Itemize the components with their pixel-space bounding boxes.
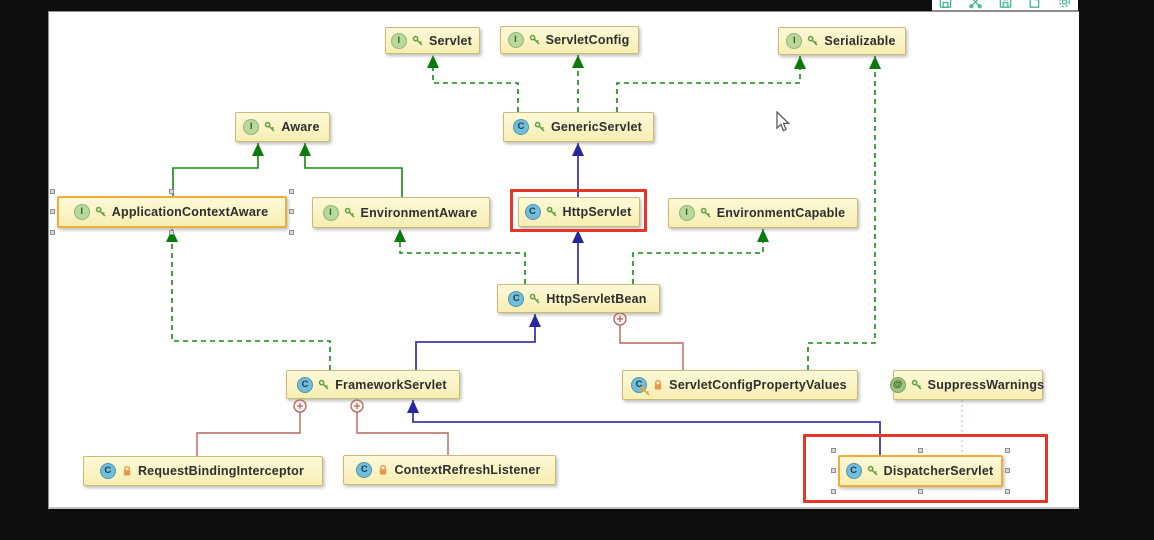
selection-handle[interactable] [1005, 448, 1010, 453]
interface-icon: I [322, 204, 339, 221]
node-label: ApplicationContextAware [111, 205, 269, 219]
public-key-icon [700, 207, 711, 218]
interface-icon: I [507, 32, 524, 48]
public-key-icon [344, 207, 355, 218]
node-request-binding-interceptor[interactable]: C RequestBindingInterceptor [83, 456, 323, 486]
private-lock-icon [654, 379, 662, 390]
node-suppress-warnings[interactable]: @ SuppressWarnings [889, 370, 1044, 400]
private-lock-icon [123, 465, 131, 476]
selection-handle[interactable] [169, 230, 174, 235]
public-key-icon [808, 35, 818, 46]
scissors-icon[interactable] [968, 0, 983, 10]
node-http-servlet[interactable]: C HttpServlet [518, 197, 640, 227]
class-icon: C [845, 463, 862, 479]
node-label: Aware [281, 120, 320, 134]
key-badge-icon [639, 385, 650, 396]
node-label: FrameworkServlet [335, 377, 447, 392]
selection-handle[interactable] [50, 189, 55, 194]
node-framework-servlet[interactable]: C FrameworkServlet [286, 370, 460, 399]
class-icon: C [297, 376, 314, 393]
class-icon: C [99, 463, 116, 479]
node-http-servlet-bean[interactable]: C HttpServletBean [497, 284, 660, 313]
interface-icon: I [73, 204, 90, 220]
selection-handle[interactable] [831, 489, 836, 494]
public-key-icon [412, 35, 423, 46]
settings-gear-icon[interactable] [1057, 0, 1072, 10]
public-key-icon [265, 121, 275, 132]
node-environment-capable[interactable]: I EnvironmentCapable [668, 198, 858, 228]
node-label: EnvironmentCapable [716, 206, 846, 220]
selection-handle[interactable] [289, 230, 294, 235]
node-generic-servlet[interactable]: C GenericServlet [503, 112, 654, 142]
class-icon: C [356, 462, 373, 478]
selection-handle[interactable] [917, 448, 923, 453]
public-key-icon [95, 206, 106, 217]
selection-handle[interactable] [289, 209, 294, 214]
node-dispatcher-servlet[interactable]: C DispatcherServlet [838, 455, 1003, 487]
public-key-icon [867, 465, 878, 476]
selection-handle[interactable] [1005, 489, 1010, 494]
node-label: Servlet [428, 33, 473, 48]
public-key-icon [529, 34, 540, 45]
public-key-icon [546, 206, 557, 217]
interface-icon: I [390, 32, 407, 49]
node-servlet-config[interactable]: I ServletConfig [500, 26, 639, 54]
node-context-refresh-listener[interactable]: C ContextRefreshListener [343, 455, 556, 485]
node-servlet[interactable]: I Servlet [385, 27, 480, 54]
node-label: RequestBindingInterceptor [137, 464, 305, 478]
selection-handle[interactable] [289, 189, 294, 194]
selection-handle[interactable] [169, 189, 174, 194]
interface-icon: I [786, 33, 803, 49]
selection-handle[interactable] [50, 209, 55, 214]
public-key-icon [911, 379, 922, 390]
node-label: Serializable [824, 34, 896, 48]
public-key-icon [530, 293, 540, 304]
class-icon: C [524, 204, 541, 220]
export-icon[interactable] [1027, 0, 1042, 10]
node-label: ContextRefreshListener [394, 463, 541, 477]
node-label: GenericServlet [550, 120, 643, 134]
annotation-icon: @ [889, 377, 906, 393]
diagram-toolbar [932, 0, 1078, 11]
node-label: SuppressWarnings [927, 378, 1045, 392]
node-label: HttpServlet [562, 205, 632, 219]
interface-icon: I [678, 205, 695, 221]
node-serializable[interactable]: I Serializable [778, 27, 906, 55]
class-icon: C [631, 377, 650, 396]
save-icon[interactable] [938, 0, 953, 10]
private-lock-icon [380, 464, 387, 475]
node-label: ServletConfigPropertyValues [669, 378, 847, 392]
selection-handle[interactable] [831, 468, 836, 473]
public-key-icon [318, 379, 329, 390]
node-label: EnvironmentAware [360, 205, 478, 220]
node-label: HttpServletBean [546, 291, 647, 306]
class-icon: C [512, 119, 529, 135]
node-label: DispatcherServlet [883, 464, 994, 478]
node-label: ServletConfig [545, 33, 630, 47]
node-aware[interactable]: I Aware [235, 112, 330, 142]
selection-handle[interactable] [831, 448, 836, 453]
selection-handle[interactable] [917, 489, 923, 494]
public-key-icon [534, 121, 545, 132]
interface-icon: I [243, 119, 260, 135]
save-all-icon[interactable] [998, 0, 1013, 10]
selection-handle[interactable] [1005, 468, 1010, 473]
class-icon: C [508, 290, 525, 307]
node-environment-aware[interactable]: I EnvironmentAware [312, 197, 490, 228]
node-servlet-config-property-values[interactable]: C ServletConfigPropertyValues [622, 370, 858, 400]
node-application-context-aware[interactable]: I ApplicationContextAware [57, 196, 287, 228]
selection-handle[interactable] [50, 230, 55, 235]
